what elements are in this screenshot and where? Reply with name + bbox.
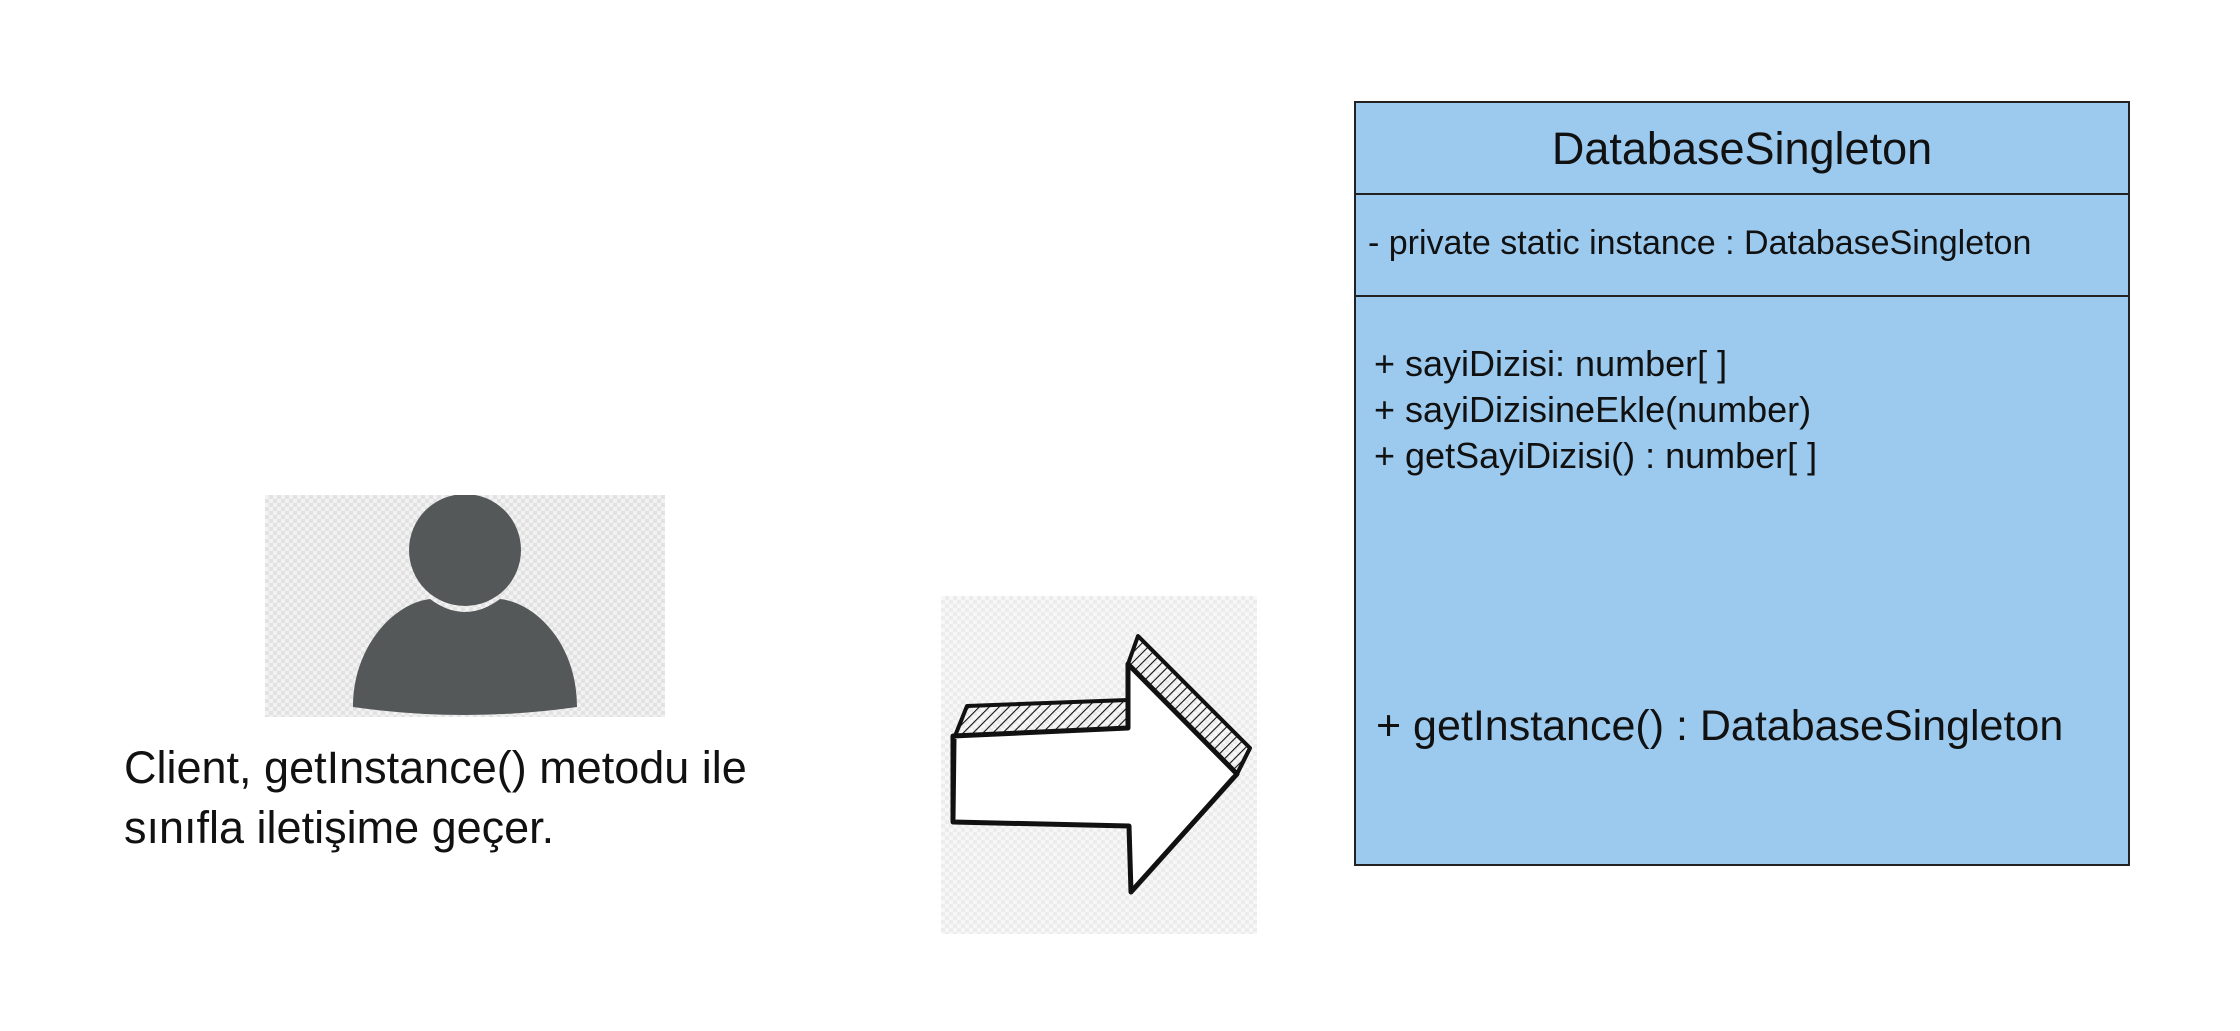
uml-class-name: DatabaseSingleton [1356, 103, 2128, 195]
arrow-figure [941, 596, 1257, 934]
uml-operation: + getSayiDizisi() : number[ ] [1374, 435, 1818, 476]
uml-operations-section: + sayiDizisi: number[ ] + sayiDizisineEk… [1356, 297, 2128, 866]
client-user-figure [265, 495, 665, 717]
arrow-right-icon [950, 634, 1252, 895]
user-icon [353, 495, 577, 715]
uml-attributes-section: - private static instance : DatabaseSing… [1356, 195, 2128, 297]
uml-operation: + sayiDizisi: number[ ] [1374, 343, 1728, 384]
client-caption: Client, getInstance() metodu ile sınıfla… [124, 738, 864, 858]
uml-attribute: - private static instance : DatabaseSing… [1368, 224, 2032, 262]
uml-operation: + sayiDizisineEkle(number) [1374, 389, 1812, 430]
client-caption-line-2: sınıfla iletişime geçer. [124, 802, 555, 853]
uml-class-box: DatabaseSingleton - private static insta… [1354, 101, 2130, 866]
client-caption-line-1: Client, getInstance() metodu ile [124, 742, 747, 793]
uml-static-operation: + getInstance() : DatabaseSingleton [1376, 702, 2064, 750]
uml-operation-list: + sayiDizisi: number[ ] + sayiDizisineEk… [1374, 341, 1817, 479]
